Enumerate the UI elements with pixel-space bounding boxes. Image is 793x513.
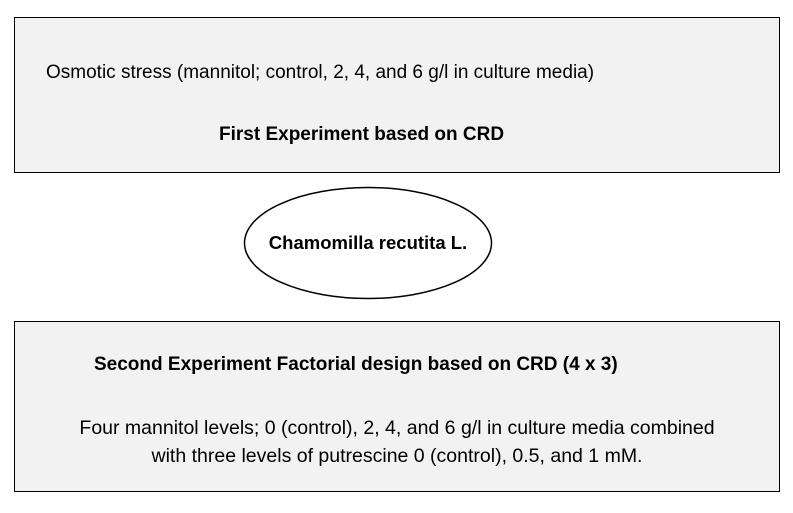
osmotic-stress-text: Osmotic stress (mannitol; control, 2, 4,… (46, 62, 595, 83)
second-experiment-box: Second Experiment Factorial design based… (14, 321, 780, 492)
first-experiment-box: Osmotic stress (mannitol; control, 2, 4,… (14, 17, 780, 173)
species-label: Chamomilla recutita L. (268, 232, 468, 253)
ellipse-shape (243, 186, 493, 300)
first-experiment-title: First Experiment based on CRD (219, 124, 505, 145)
description-line-2: with three levels of putrescine 0 (contr… (151, 445, 643, 467)
plant-species-node: Chamomilla recutita L. (243, 186, 493, 300)
second-experiment-description: Four mannitol levels; 0 (control), 2, 4,… (15, 414, 779, 470)
description-line-1: Four mannitol levels; 0 (control), 2, 4,… (79, 417, 715, 439)
second-experiment-title: Second Experiment Factorial design based… (94, 354, 618, 375)
